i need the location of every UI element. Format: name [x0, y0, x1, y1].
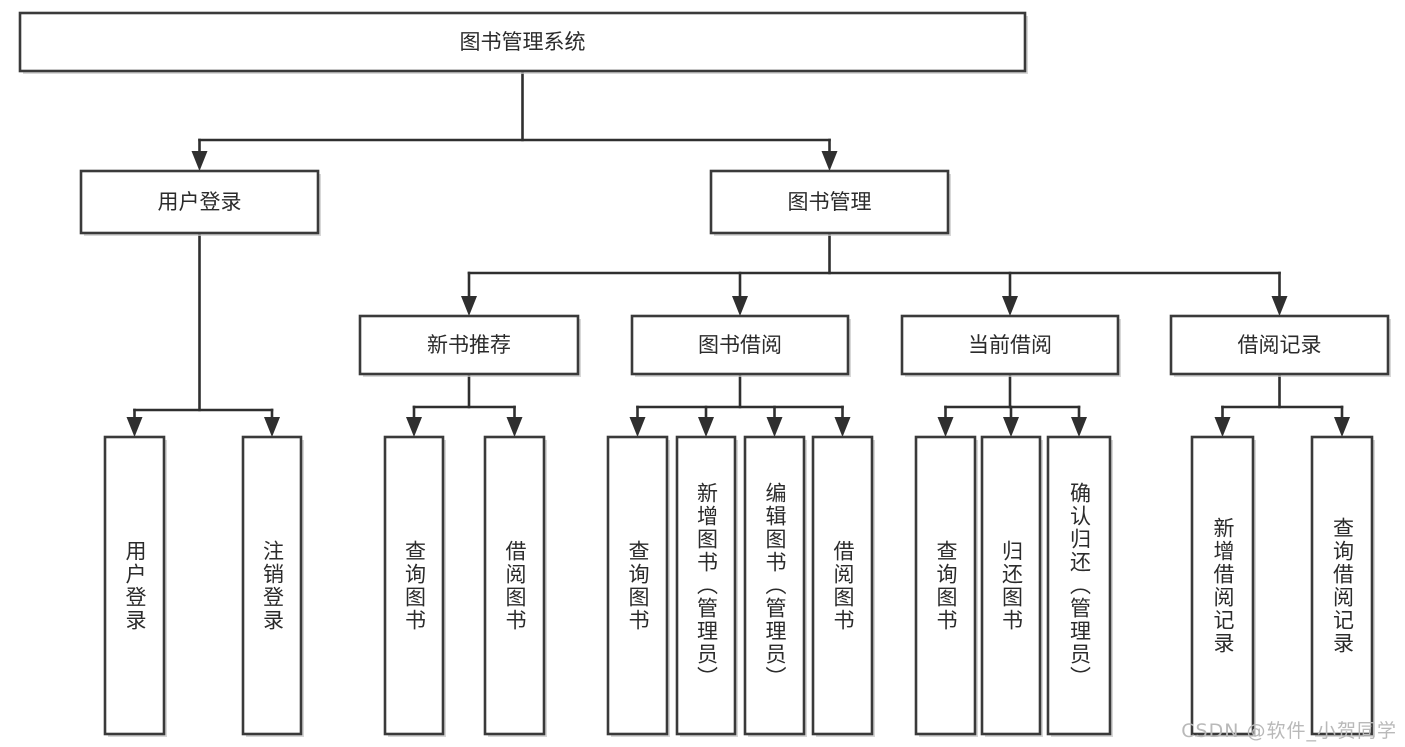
arrow-head-icon	[1003, 417, 1019, 437]
node-box-leaf-query-record[interactable]	[1310, 435, 1374, 736]
arrow-head-icon	[698, 417, 714, 437]
arrow-head-icon	[1071, 417, 1087, 437]
arrow-head-icon	[834, 417, 851, 437]
node-label-root: 图书管理系统	[460, 30, 586, 54]
arrow-head-icon	[766, 417, 783, 437]
node-box-leaf-edit-book[interactable]	[743, 435, 806, 736]
arrow-head-icon	[461, 296, 477, 316]
arrow-head-icon	[1002, 296, 1018, 316]
arrow-head-icon	[821, 151, 838, 171]
node-box-leaf-query-book-cur[interactable]	[914, 435, 977, 736]
node-box-current-borrow[interactable]	[900, 314, 1120, 376]
arrow-head-icon	[406, 417, 422, 437]
node-box-leaf-query-book-rec[interactable]	[383, 435, 445, 736]
node-label-book-borrow: 图书借阅	[698, 333, 782, 357]
node-box-leaf-add-book[interactable]	[675, 435, 737, 736]
arrow-head-icon	[1334, 417, 1350, 437]
node-box-book-manage[interactable]	[709, 169, 950, 235]
node-label-book-manage: 图书管理	[788, 190, 872, 214]
node-box-book-borrow[interactable]	[630, 314, 850, 376]
node-label-borrow-record: 借阅记录	[1238, 333, 1322, 357]
node-box-leaf-user-login[interactable]	[103, 435, 166, 736]
arrow-head-icon	[937, 417, 954, 437]
node-box-new-book-recommend[interactable]	[358, 314, 580, 376]
node-label-current-borrow: 当前借阅	[968, 333, 1052, 357]
node-box-root[interactable]	[18, 11, 1027, 73]
node-box-user-login[interactable]	[79, 169, 320, 235]
node-label-new-book-recommend: 新书推荐	[427, 333, 511, 357]
node-box-leaf-add-record[interactable]	[1190, 435, 1255, 736]
node-box-leaf-borrow-book-rec[interactable]	[483, 435, 546, 736]
node-label-user-login: 用户登录	[158, 190, 242, 214]
node-box-leaf-user-logout[interactable]	[241, 435, 303, 736]
node-box-leaf-return-book[interactable]	[980, 435, 1042, 736]
arrow-head-icon	[191, 151, 208, 171]
arrow-head-icon	[126, 417, 143, 437]
node-box-leaf-confirm-return[interactable]	[1046, 435, 1112, 736]
boxes-layer	[18, 11, 1391, 737]
arrow-head-icon	[264, 417, 280, 437]
arrow-head-icon	[1271, 296, 1288, 316]
arrow-head-icon	[629, 417, 646, 437]
node-box-leaf-query-book-borrow[interactable]	[606, 435, 669, 736]
arrow-head-icon	[732, 296, 748, 316]
edges-layer	[126, 69, 1350, 437]
arrow-head-icon	[506, 417, 523, 437]
node-box-leaf-borrow-book[interactable]	[811, 435, 874, 736]
arrow-head-icon	[1214, 417, 1231, 437]
node-box-borrow-record[interactable]	[1169, 314, 1390, 376]
